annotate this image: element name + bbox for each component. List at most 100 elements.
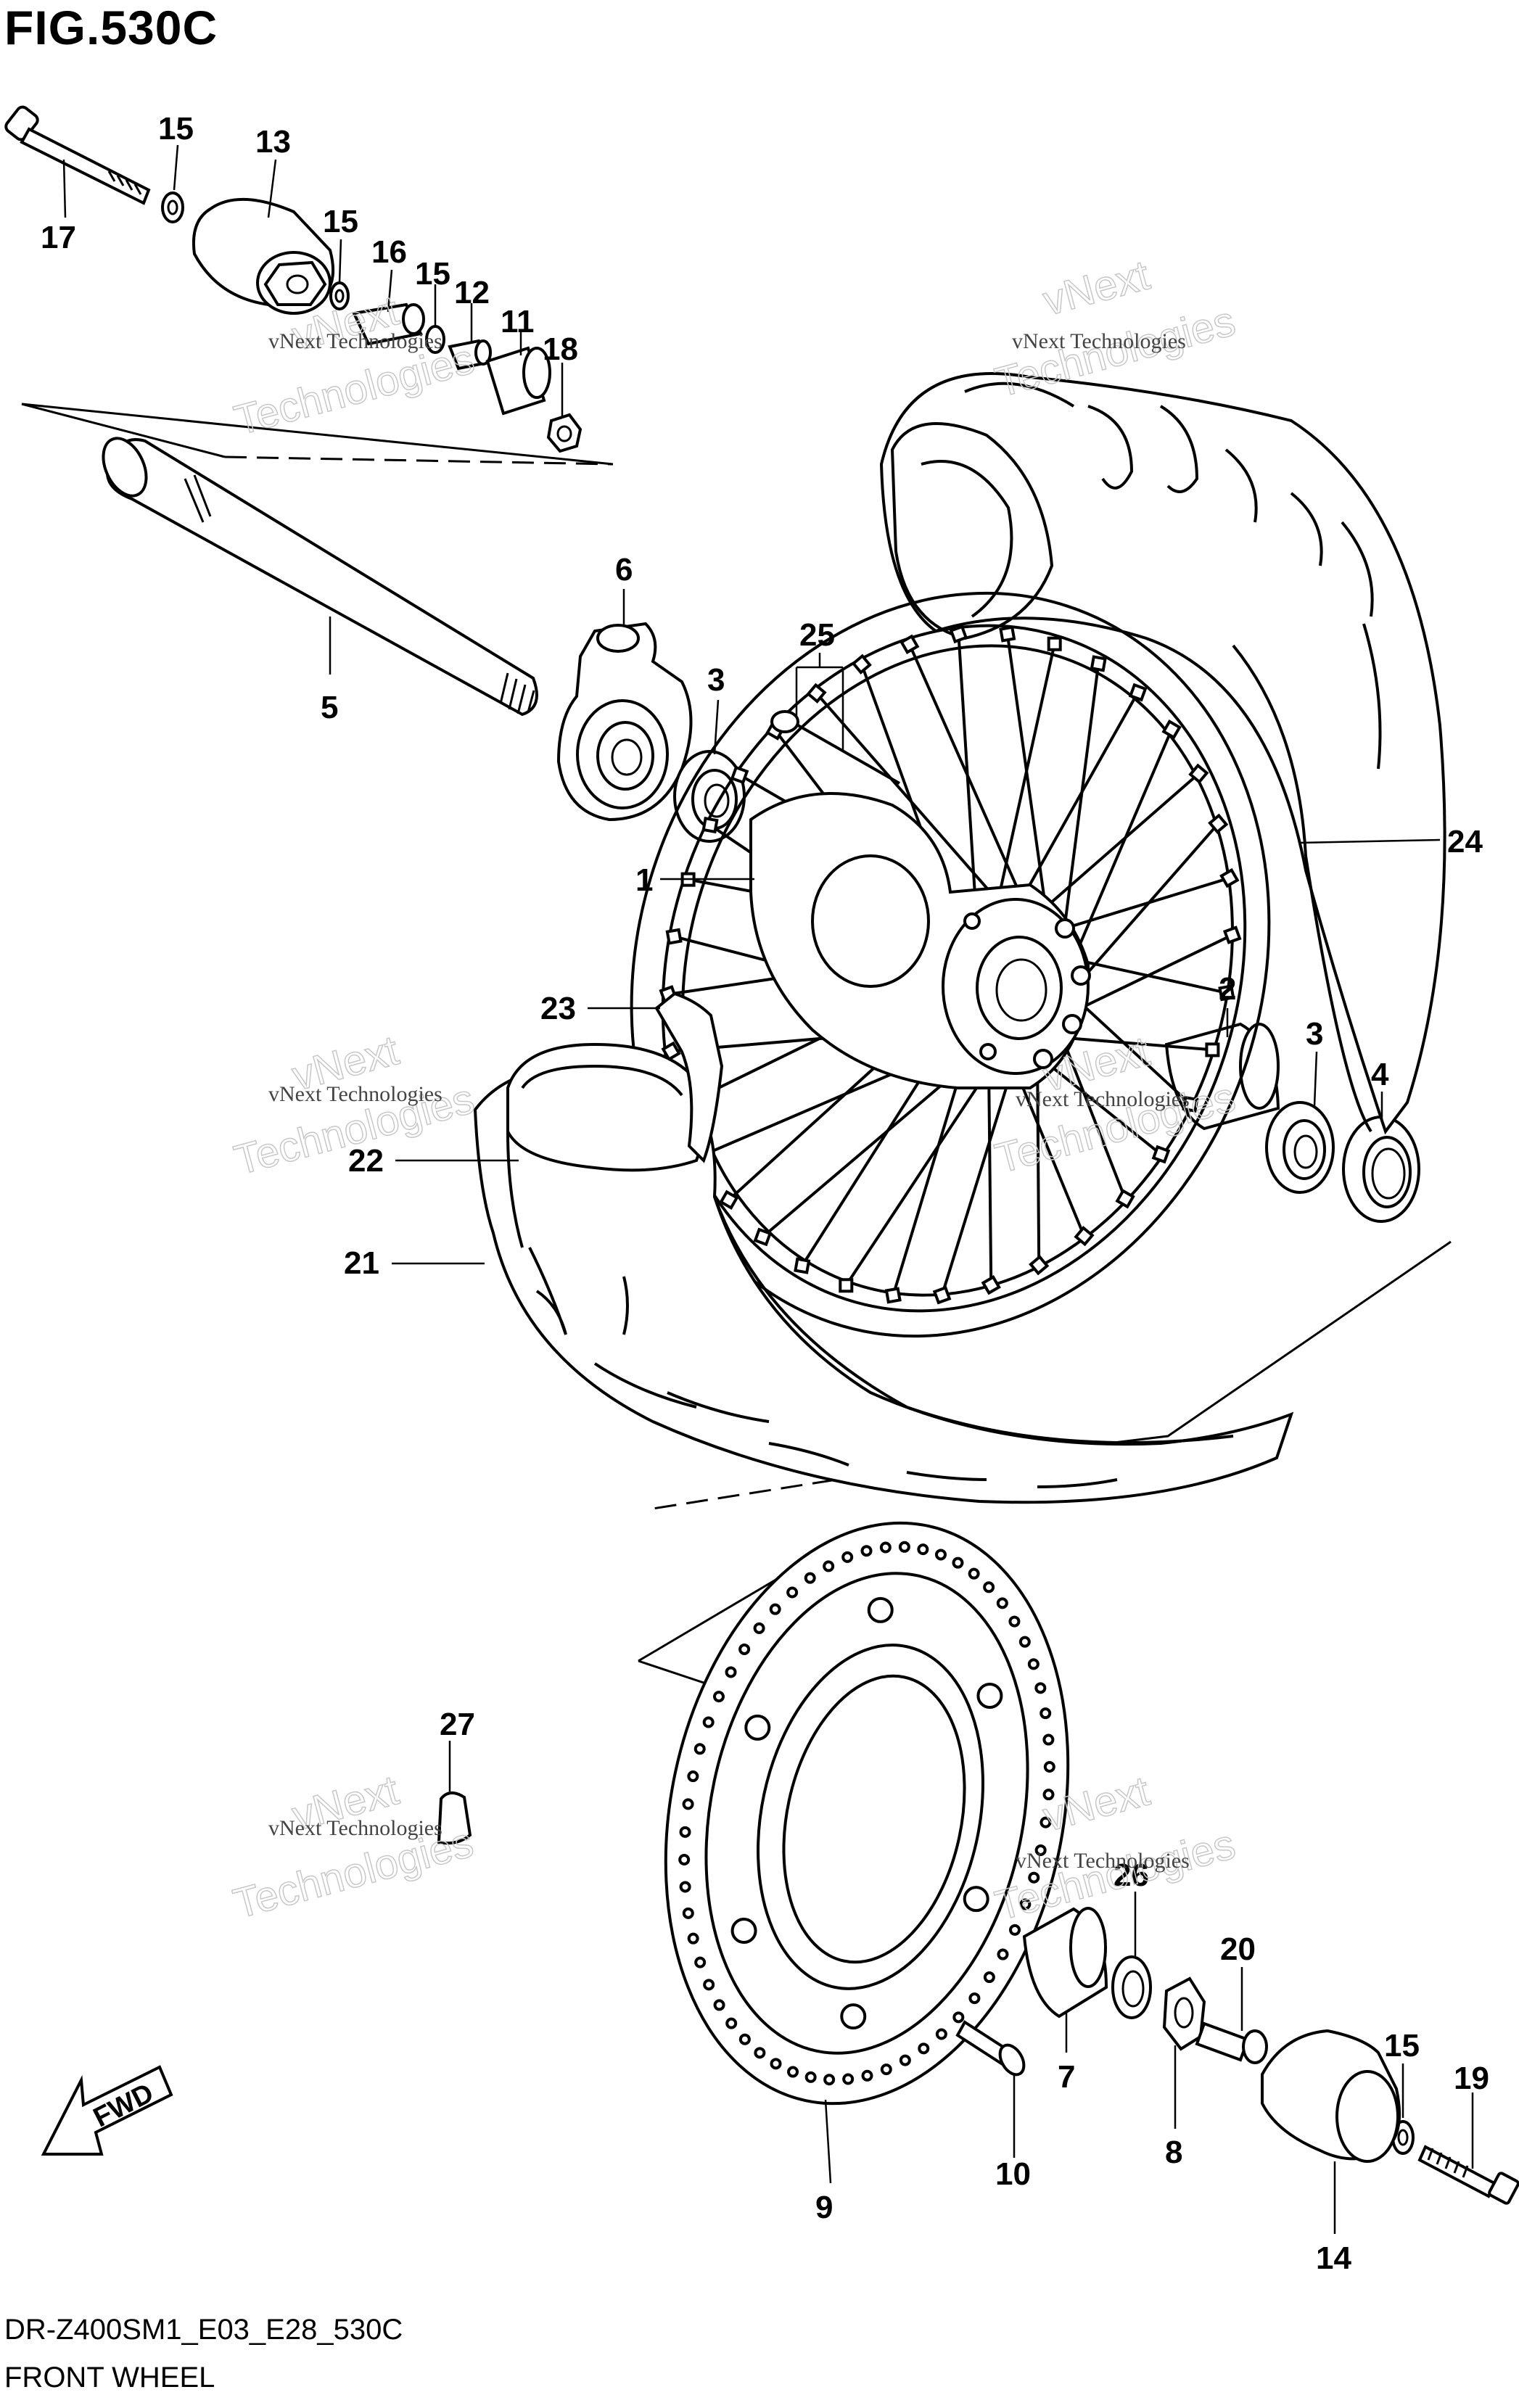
disc-vent-hole (1009, 1923, 1021, 1936)
disc-vent-hole (823, 1560, 835, 1572)
disc-vent-hole (1034, 1844, 1047, 1856)
brake-disc-9 (664, 1521, 1070, 2106)
callout-23: 23 (540, 991, 576, 1026)
disc-vent-hole (879, 1541, 892, 1554)
disc-vent-hole (770, 2058, 782, 2070)
nut-18 (546, 413, 583, 453)
callout-1: 1 (635, 862, 653, 898)
svg-text:vNext: vNext (1038, 252, 1154, 325)
speedometer-gearbox-6 (556, 622, 693, 822)
spoke-nipple (1182, 1095, 1199, 1113)
disc-vent-hole (1027, 1658, 1040, 1670)
callout-22: 22 (348, 1143, 384, 1179)
svg-text:vNext Technologies: vNext Technologies (1016, 1849, 1190, 1873)
spoke-nipple (794, 1257, 811, 1274)
spoke-nipple (1205, 1042, 1220, 1057)
callout-8: 8 (1165, 2135, 1182, 2170)
callout-3b: 3 (1306, 1016, 1323, 1052)
disc-vent-hole (738, 2033, 751, 2045)
callout-15d: 15 (1384, 2028, 1420, 2063)
spoke-nipple (1219, 867, 1240, 888)
disc-rivet (976, 1683, 1003, 1710)
axle-bolt-17 (4, 105, 151, 205)
spacer-7 (1022, 1907, 1108, 2019)
spoke-nipple (719, 1189, 739, 1210)
disc-vent-hole (1028, 1871, 1040, 1884)
callout-18: 18 (543, 331, 578, 367)
disc-rivet (730, 1917, 757, 1944)
disc-bolt-10 (955, 2020, 1026, 2077)
disc-vent-hole (1042, 1733, 1055, 1746)
disc-vent-hole (1018, 1636, 1031, 1648)
callout-14: 14 (1316, 2240, 1351, 2276)
disc-vent-hole (880, 2063, 892, 2076)
callout-19: 19 (1454, 2061, 1489, 2096)
callout-15b: 15 (323, 204, 358, 239)
disc-vent-hole (1040, 1707, 1052, 1720)
disc-rivet (963, 1886, 989, 1913)
disc-vent-hole (804, 2071, 817, 2083)
disc-vent-hole (804, 1572, 816, 1584)
front-axle-5 (102, 437, 538, 717)
tire-24 (879, 372, 1446, 1135)
disc-vent-hole (754, 2047, 766, 2059)
disc-vent-hole (786, 1586, 799, 1599)
spoke-nipple (884, 1287, 902, 1304)
callout-15c: 15 (415, 256, 450, 292)
disc-vent-hole (983, 1971, 995, 1984)
disc-vent-hole (725, 1666, 737, 1678)
disc-vent-hole (983, 1581, 995, 1593)
disc-vent-hole (1042, 1789, 1055, 1801)
callout-4: 4 (1371, 1057, 1389, 1092)
nut-8 (1162, 1976, 1206, 2051)
callout-24: 24 (1447, 824, 1483, 859)
callout-5: 5 (321, 690, 338, 725)
assembly-guide-lines (21, 403, 1452, 1691)
callout-26: 26 (1113, 1857, 1149, 1893)
spoke-nipple (753, 1227, 773, 1247)
svg-text:vNext Technologies: vNext Technologies (268, 1082, 442, 1106)
callout-13: 13 (255, 124, 291, 160)
leader-lines (62, 144, 1474, 2234)
disc-vent-hole (693, 1743, 706, 1755)
disc-vent-hole (702, 1716, 715, 1728)
spoke-nipple (999, 625, 1016, 643)
axle-cap-13 (192, 198, 335, 315)
callout-3a: 3 (707, 662, 725, 698)
valve-25 (770, 710, 900, 785)
disc-vent-hole (935, 2028, 947, 2040)
disc-vent-hole (997, 1948, 1009, 1960)
disc-vent-hole (860, 1545, 873, 1557)
washer-15a (161, 191, 184, 223)
spoke-nipple (1161, 719, 1182, 740)
spoke-nipple (1090, 655, 1107, 672)
spoke-nipple (1047, 636, 1062, 651)
disc-vent-hole (861, 2069, 873, 2082)
disc-vent-hole (1019, 1898, 1032, 1910)
callout-numbers: 17 15 13 15 16 15 12 11 18 5 6 3 25 1 24… (41, 111, 1489, 2276)
spoke-nipple (701, 816, 719, 834)
callout-11: 11 (501, 304, 535, 339)
spoke-nipple (661, 1041, 681, 1062)
spoke-nipple (1218, 984, 1235, 1002)
disc-vent-hole (738, 1643, 751, 1655)
disc-vent-hole (996, 1597, 1008, 1609)
disc-vent-hole (703, 1979, 715, 1991)
disc-vent-hole (917, 1543, 929, 1556)
spoke-nipple (665, 928, 683, 945)
disc-vent-hole (1040, 1816, 1052, 1828)
diagram-name: FRONT WHEEL (4, 2362, 215, 2393)
disc-vent-hole (687, 1770, 699, 1783)
callout-12: 12 (454, 275, 490, 310)
spoke-nipple (981, 1275, 1001, 1295)
hub-1 (749, 792, 1091, 1089)
disc-vent-hole (694, 1956, 707, 1968)
valve-cap-27 (437, 1791, 472, 1845)
disc-vent-hole (918, 2042, 930, 2055)
disc-vent-hole (952, 2011, 965, 2024)
spoke-nipple (730, 765, 749, 785)
disc-vent-hole (713, 1999, 725, 2011)
disc-rivet (867, 1596, 894, 1623)
forward-arrow: FWD (41, 2065, 173, 2156)
